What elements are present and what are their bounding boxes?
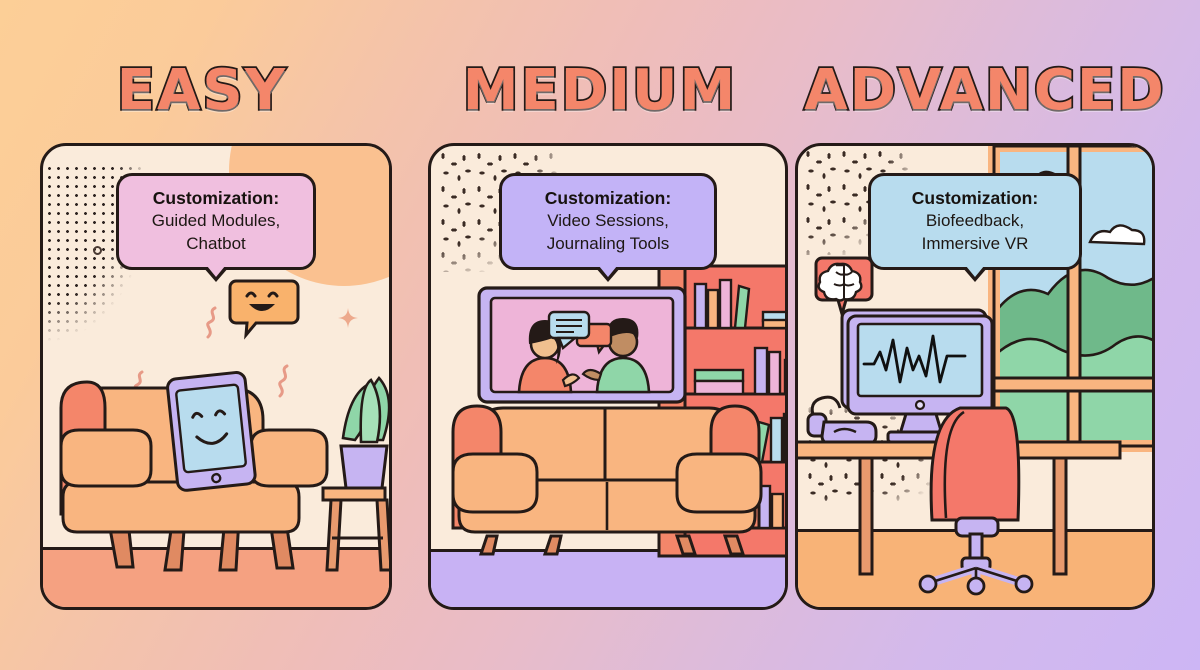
sofa-illustration [447,396,767,556]
bubble-heading: Customization: [152,188,280,208]
armchair-illustration [55,342,389,577]
bubble-heading: Customization: [544,188,672,208]
chat-bubble-smiley-icon [228,276,300,346]
column-title-advanced: ADVANCED [803,56,1166,125]
bubble-line-1: Biofeedback, [925,211,1025,231]
customization-bubble-medium: Customization: Video Sessions, Journalin… [499,173,717,282]
squiggle-icon [201,306,223,340]
column-easy: EASY [12,0,392,670]
bubble-line-2: Chatbot [186,233,246,253]
column-title-easy: EASY [115,56,288,125]
office-chair-illustration [910,392,1056,596]
wall-screen-video-call [477,286,687,404]
floor-band-medium [431,549,785,607]
card-easy: Customization: Guided Modules, Chatbot [40,143,392,610]
column-medium: MEDIUM [410,0,790,670]
bubble-line-1: Video Sessions, [547,211,669,231]
circle-decoration [93,246,102,255]
card-advanced: Customization: Biofeedback, Immersive VR [795,143,1155,610]
bubble-line-1: Guided Modules, [151,211,281,231]
customization-bubble-easy: Customization: Guided Modules, Chatbot [116,173,316,282]
bubble-heading: Customization: [911,188,1039,208]
card-medium: Customization: Video Sessions, Journalin… [428,143,788,610]
column-advanced: ADVANCED [795,0,1175,670]
bubble-line-2: Immersive VR [921,233,1029,253]
sparkle-icon [336,306,360,330]
bubble-line-2: Journaling Tools [546,233,670,253]
brain-badge-icon [814,256,874,320]
column-title-medium: MEDIUM [461,56,738,125]
customization-bubble-advanced: Customization: Biofeedback, Immersive VR [868,173,1082,282]
squiggle-icon [271,364,295,398]
